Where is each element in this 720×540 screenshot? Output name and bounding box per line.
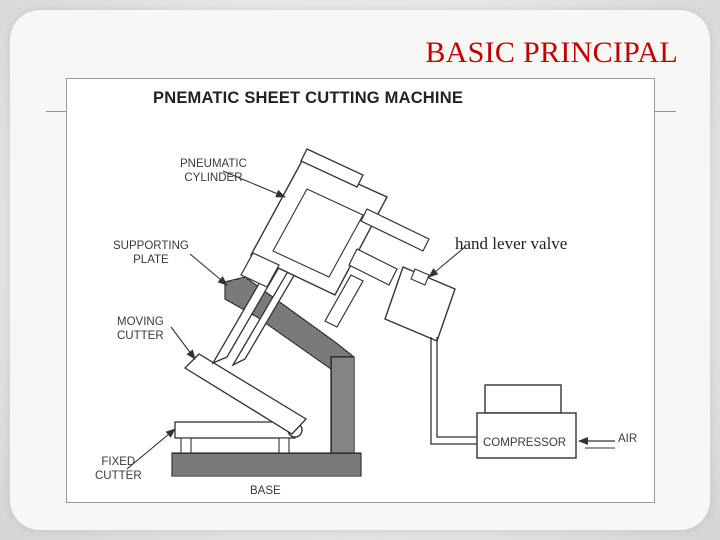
label-base: BASE <box>250 485 281 497</box>
leader-moving-cutter <box>170 326 196 360</box>
title-rule-left <box>46 111 68 112</box>
valve-connector-2 <box>360 208 430 252</box>
machine-drawing <box>126 148 615 477</box>
compressor-top <box>484 384 562 414</box>
base-block <box>171 452 362 477</box>
cylinder-inner <box>272 188 364 278</box>
diagram-title: PNEMATIC SHEET CUTTING MACHINE <box>153 89 464 107</box>
title-rule-right <box>652 111 676 112</box>
fixed-cutter-foot-right <box>278 437 290 454</box>
label-hand-lever-valve: hand lever valve <box>455 234 568 253</box>
label-compressor: COMPRESSOR <box>483 437 567 449</box>
support-post <box>330 356 355 454</box>
label-supporting-plate: SUPPORTING PLATE <box>113 240 189 266</box>
valve-stem <box>410 268 430 286</box>
fixed-cutter-foot-left <box>180 437 192 454</box>
machine-diagram: PNEMATIC SHEET CUTTING MACHINE PNEUMATIC… <box>66 78 655 503</box>
label-pneumatic-cylinder: PNEUMATIC CYLINDER <box>180 158 247 184</box>
slide-title: BASIC PRINCIPAL <box>425 36 678 69</box>
leader-fixed-cutter <box>126 428 176 470</box>
cylinder-bottom-cap <box>240 252 280 288</box>
compressor-body <box>476 412 577 459</box>
valve-connector-3 <box>324 274 364 328</box>
valve-connector <box>348 248 398 286</box>
label-air: AIR <box>618 433 638 445</box>
leader-supporting-plate <box>189 253 228 286</box>
label-fixed-cutter: FIXED CUTTER <box>95 456 142 482</box>
air-pipe-inner <box>436 337 479 438</box>
label-moving-cutter: MOVING CUTTER <box>117 316 164 342</box>
air-pipe-outer <box>430 337 479 445</box>
leader-pneumatic-cylinder <box>222 170 286 198</box>
leader-hand-lever-valve <box>428 246 466 278</box>
cylinder-top-cap <box>300 148 364 188</box>
